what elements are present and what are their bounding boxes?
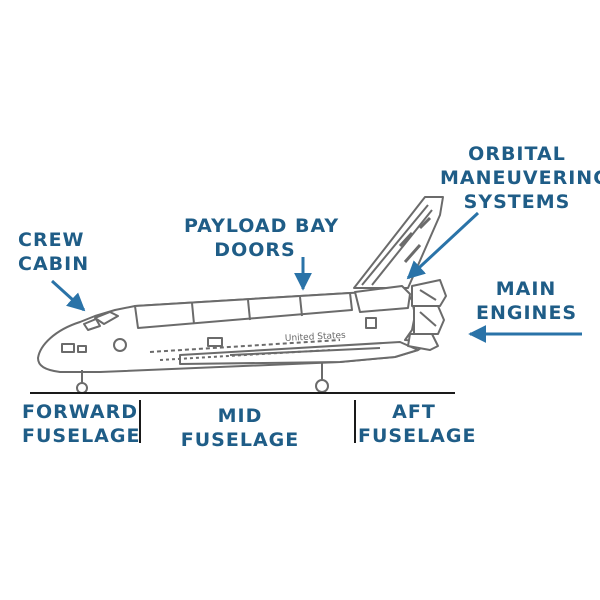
engine-cluster: [407, 279, 447, 351]
hull-text: United States: [285, 331, 347, 344]
fuselage: [37, 285, 431, 373]
tail-fin: [353, 196, 444, 289]
aft-fuselage-label: AFT FUSELAGE: [358, 401, 477, 447]
payload-bay-doors-label: PAYLOAD BAY DOORS: [184, 215, 340, 261]
crew-cabin-label: CREW CABIN: [18, 229, 90, 275]
main-engines-label: MAIN ENGINES: [476, 278, 578, 324]
oms-arrow: [406, 211, 480, 280]
mid-fuselage-label: MID FUSELAGE: [180, 405, 300, 451]
forward-fuselage-label: FORWARD FUSELAGE: [22, 401, 141, 447]
landing-gear: [76, 362, 329, 394]
orbital-maneuvering-systems-label: ORBITAL MANEUVERING SYSTEMS: [440, 143, 600, 213]
crew-cabin-arrow: [50, 279, 86, 312]
